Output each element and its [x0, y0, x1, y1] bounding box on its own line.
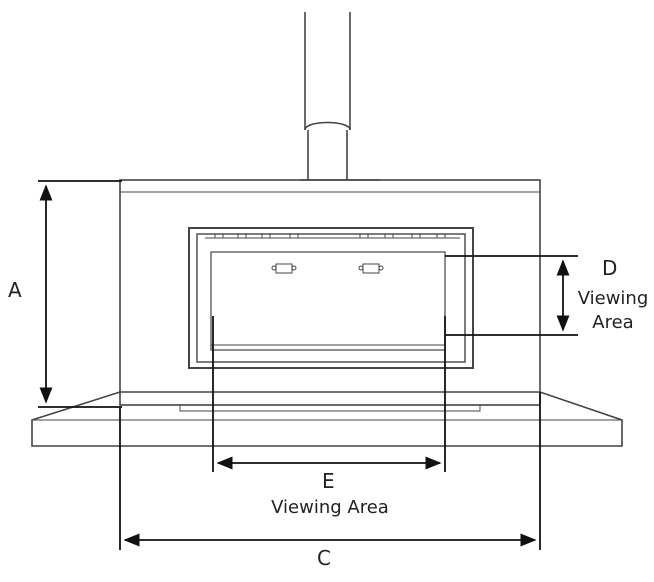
flue-pipe	[300, 12, 380, 181]
firebox-top-vents	[205, 233, 460, 239]
firebox-log-supports	[271, 263, 384, 274]
label-e-viewing-area: Viewing Area	[271, 497, 389, 518]
label-a: A	[8, 278, 22, 302]
dimension-c: C	[119, 392, 541, 570]
label-c: C	[317, 546, 331, 570]
label-d-viewing: Viewing	[578, 288, 649, 309]
dimension-d: D Viewing Area	[445, 255, 649, 336]
label-e: E	[322, 469, 335, 493]
dimension-e: E Viewing Area	[212, 316, 446, 518]
firebox-window	[188, 227, 474, 369]
stove-body	[119, 179, 541, 412]
dimension-a: A	[8, 180, 122, 408]
hearth-base	[31, 391, 623, 447]
label-d-area: Area	[592, 312, 633, 333]
label-d: D	[602, 256, 617, 280]
